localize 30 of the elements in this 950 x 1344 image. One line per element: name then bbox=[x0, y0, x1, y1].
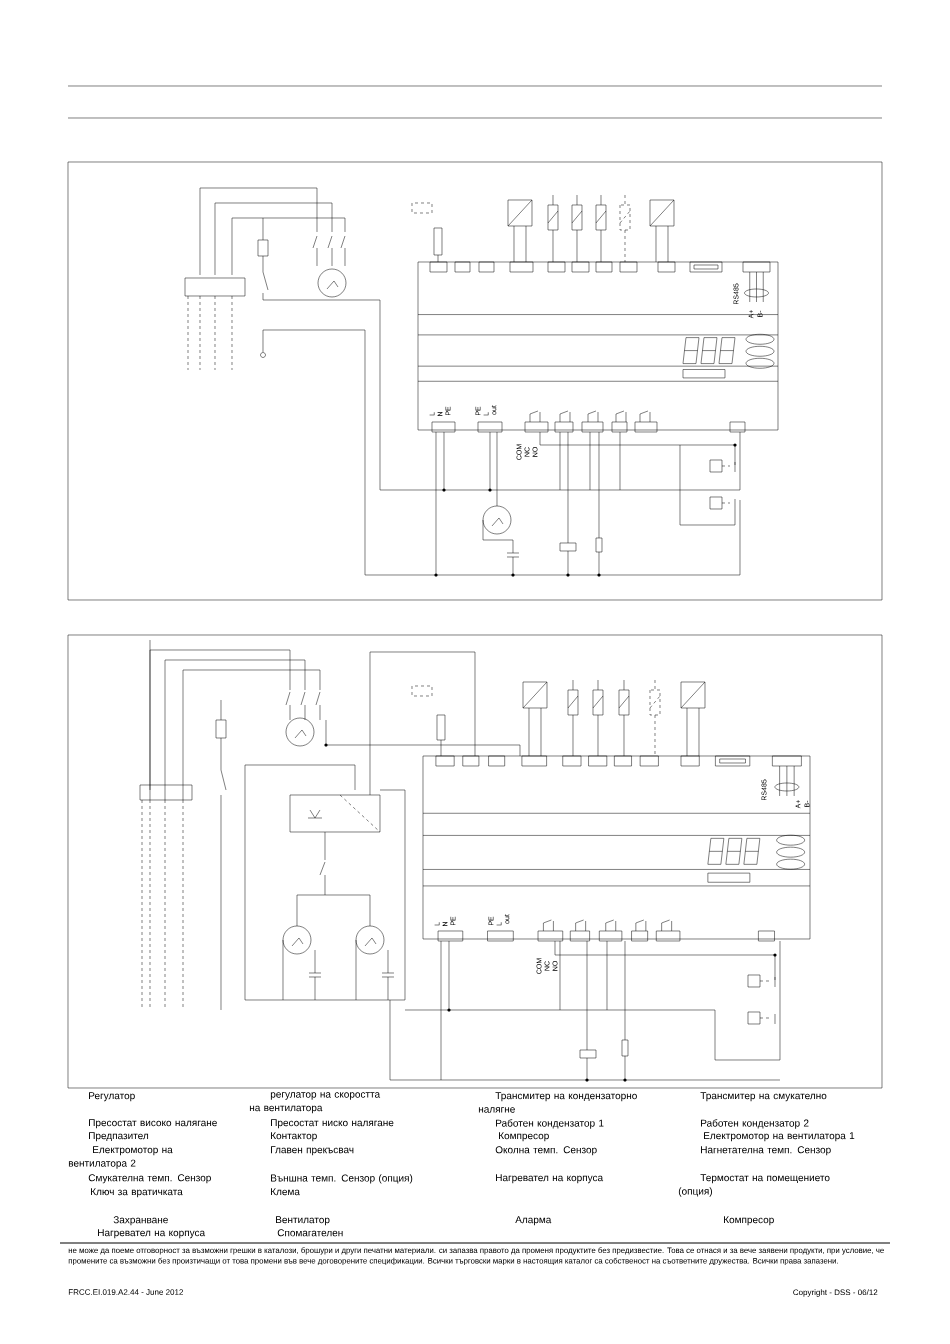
component-label: Работен кондензатор 1 bbox=[496, 1119, 604, 1129]
component-label: Ключ за вратичката bbox=[91, 1188, 183, 1198]
component-label: Смукателна темп. Сензор bbox=[88, 1174, 211, 1184]
component-label: Компресор bbox=[499, 1132, 549, 1142]
component-label: Работен кондензатор 2 bbox=[701, 1119, 809, 1129]
component-label: Околна темп. Сензор bbox=[495, 1146, 597, 1156]
component-label: Компресор bbox=[724, 1216, 774, 1226]
component-label: Електромотор на вентилатора 1 bbox=[704, 1132, 855, 1142]
component-label: регулатор на скоростта на вентилатора bbox=[249, 1092, 381, 1114]
component-label: Външна темп. Сензор (опция) bbox=[271, 1174, 413, 1184]
component-label: Нагревател на корпуса bbox=[98, 1229, 206, 1239]
component-label: Нагнетателна темп. Сензор bbox=[701, 1146, 831, 1156]
component-label: Електромотор на вентилатора 2 bbox=[68, 1146, 173, 1169]
component-label: Трансмитер на смукателно bbox=[700, 1092, 827, 1102]
component-label: Предпазител bbox=[89, 1132, 149, 1142]
component-label: Нагревател на корпуса bbox=[496, 1174, 604, 1184]
component-label: Спомагателен bbox=[277, 1229, 343, 1237]
component-label: Регулатор bbox=[89, 1092, 135, 1102]
component-label: Захранване bbox=[113, 1216, 168, 1226]
component-label: Пресостат ниско налягане bbox=[271, 1119, 394, 1129]
component-label: Пресостат високо налягане bbox=[89, 1119, 217, 1129]
component-label: Главен прекъсвач bbox=[271, 1146, 354, 1156]
component-label: Контактор bbox=[271, 1132, 317, 1142]
document-code: FRCC.EI.019.A2.44 - June 2012 bbox=[68, 1289, 183, 1295]
component-label: Аларма bbox=[515, 1216, 552, 1226]
component-label: Вентилатор bbox=[276, 1216, 330, 1226]
component-label: Трансмитер на кондензаторно налягне bbox=[478, 1092, 637, 1113]
component-label: Термостат на помещението (опция) bbox=[678, 1174, 830, 1197]
copyright-text: Copyright - DSS - 06/12 bbox=[793, 1289, 878, 1297]
component-label: Клема bbox=[271, 1188, 300, 1196]
